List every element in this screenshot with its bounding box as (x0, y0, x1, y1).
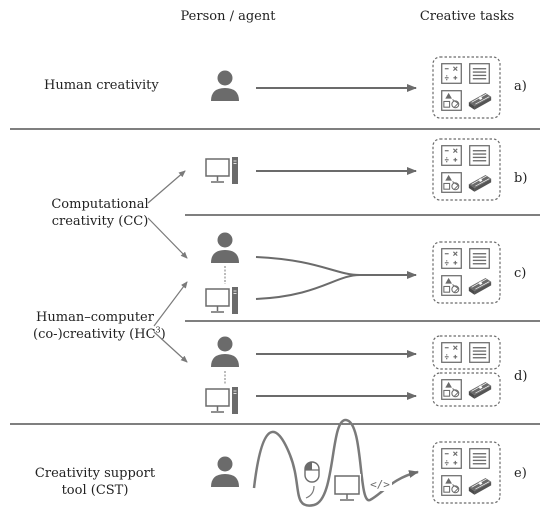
creative-tasks-group-c (432, 241, 501, 304)
branch-hc3-to-c (153, 281, 188, 327)
row-tag-e: e) (514, 466, 527, 481)
code-icon: </> (370, 478, 390, 491)
human-creativity-label: Human creativity (44, 78, 159, 93)
calculator-icon (441, 342, 462, 363)
person-icon (211, 232, 239, 263)
hc3-label-line1: Human–computer (36, 310, 154, 325)
hc3-superscript: 3 (155, 325, 161, 335)
cc-label-line2: creativity (CC) (51, 214, 149, 229)
hc3-close: ) (160, 327, 166, 342)
shapes-icon (441, 475, 462, 496)
task-box-dashed (432, 138, 501, 201)
header-person-agent: Person / agent (180, 9, 276, 24)
printer-3d-icon (468, 477, 492, 496)
mouse-icon (304, 461, 320, 483)
computer-icon (205, 386, 239, 415)
printer-3d-icon (468, 92, 492, 111)
branch-cc-to-b (147, 170, 186, 204)
document-icon (469, 248, 490, 269)
row-tag-b: b) (514, 171, 528, 186)
document-icon (469, 342, 490, 363)
row-tag-c: c) (514, 266, 527, 281)
document-icon (469, 63, 490, 84)
cst-label-line1: Creativity support (34, 466, 156, 481)
monitor-icon (334, 475, 360, 501)
shapes-icon (441, 172, 462, 193)
creative-tasks-group-d (432, 335, 501, 407)
cst-label-line2: tool (CST) (61, 483, 129, 498)
printer-3d-icon (468, 174, 492, 193)
printer-3d-icon (468, 277, 492, 296)
branch-hc3-to-d (153, 331, 188, 363)
calculator-icon (441, 63, 462, 84)
calculator-icon (441, 448, 462, 469)
merge-top-c (255, 256, 361, 276)
shapes-icon (441, 90, 462, 111)
document-icon (469, 448, 490, 469)
task-box-dashed (432, 441, 501, 504)
calculator-icon (441, 145, 462, 166)
calculator-icon (441, 248, 462, 269)
task-box-dashed (432, 241, 501, 304)
creative-tasks-group-a (432, 56, 501, 119)
creative-tasks-group-e (432, 441, 501, 504)
person-icon (211, 70, 239, 101)
creative-tasks-group-b (432, 138, 501, 201)
document-icon (469, 145, 490, 166)
shapes-icon (441, 275, 462, 296)
header-creative-tasks: Creative tasks (419, 9, 515, 24)
task-box-dashed (432, 335, 501, 370)
task-box-dashed (432, 372, 501, 407)
cc-label-line1: Computational (51, 197, 149, 212)
shapes-icon (441, 379, 462, 400)
task-box-dashed (432, 56, 501, 119)
computer-icon (205, 156, 239, 185)
computer-icon (205, 286, 239, 315)
row-tag-a: a) (514, 79, 527, 94)
row-tag-d: d) (514, 369, 528, 384)
person-icon (211, 456, 239, 487)
cst-wavy-path (252, 418, 419, 507)
branch-cc-to-c (147, 217, 188, 259)
person-icon (211, 336, 239, 367)
hc3-label-line2: (co-)creativity (HC3) (33, 325, 166, 343)
merge-bottom-c (255, 274, 361, 300)
printer-3d-icon (468, 381, 492, 400)
hc3-label-text: (co-)creativity (HC (33, 327, 156, 342)
